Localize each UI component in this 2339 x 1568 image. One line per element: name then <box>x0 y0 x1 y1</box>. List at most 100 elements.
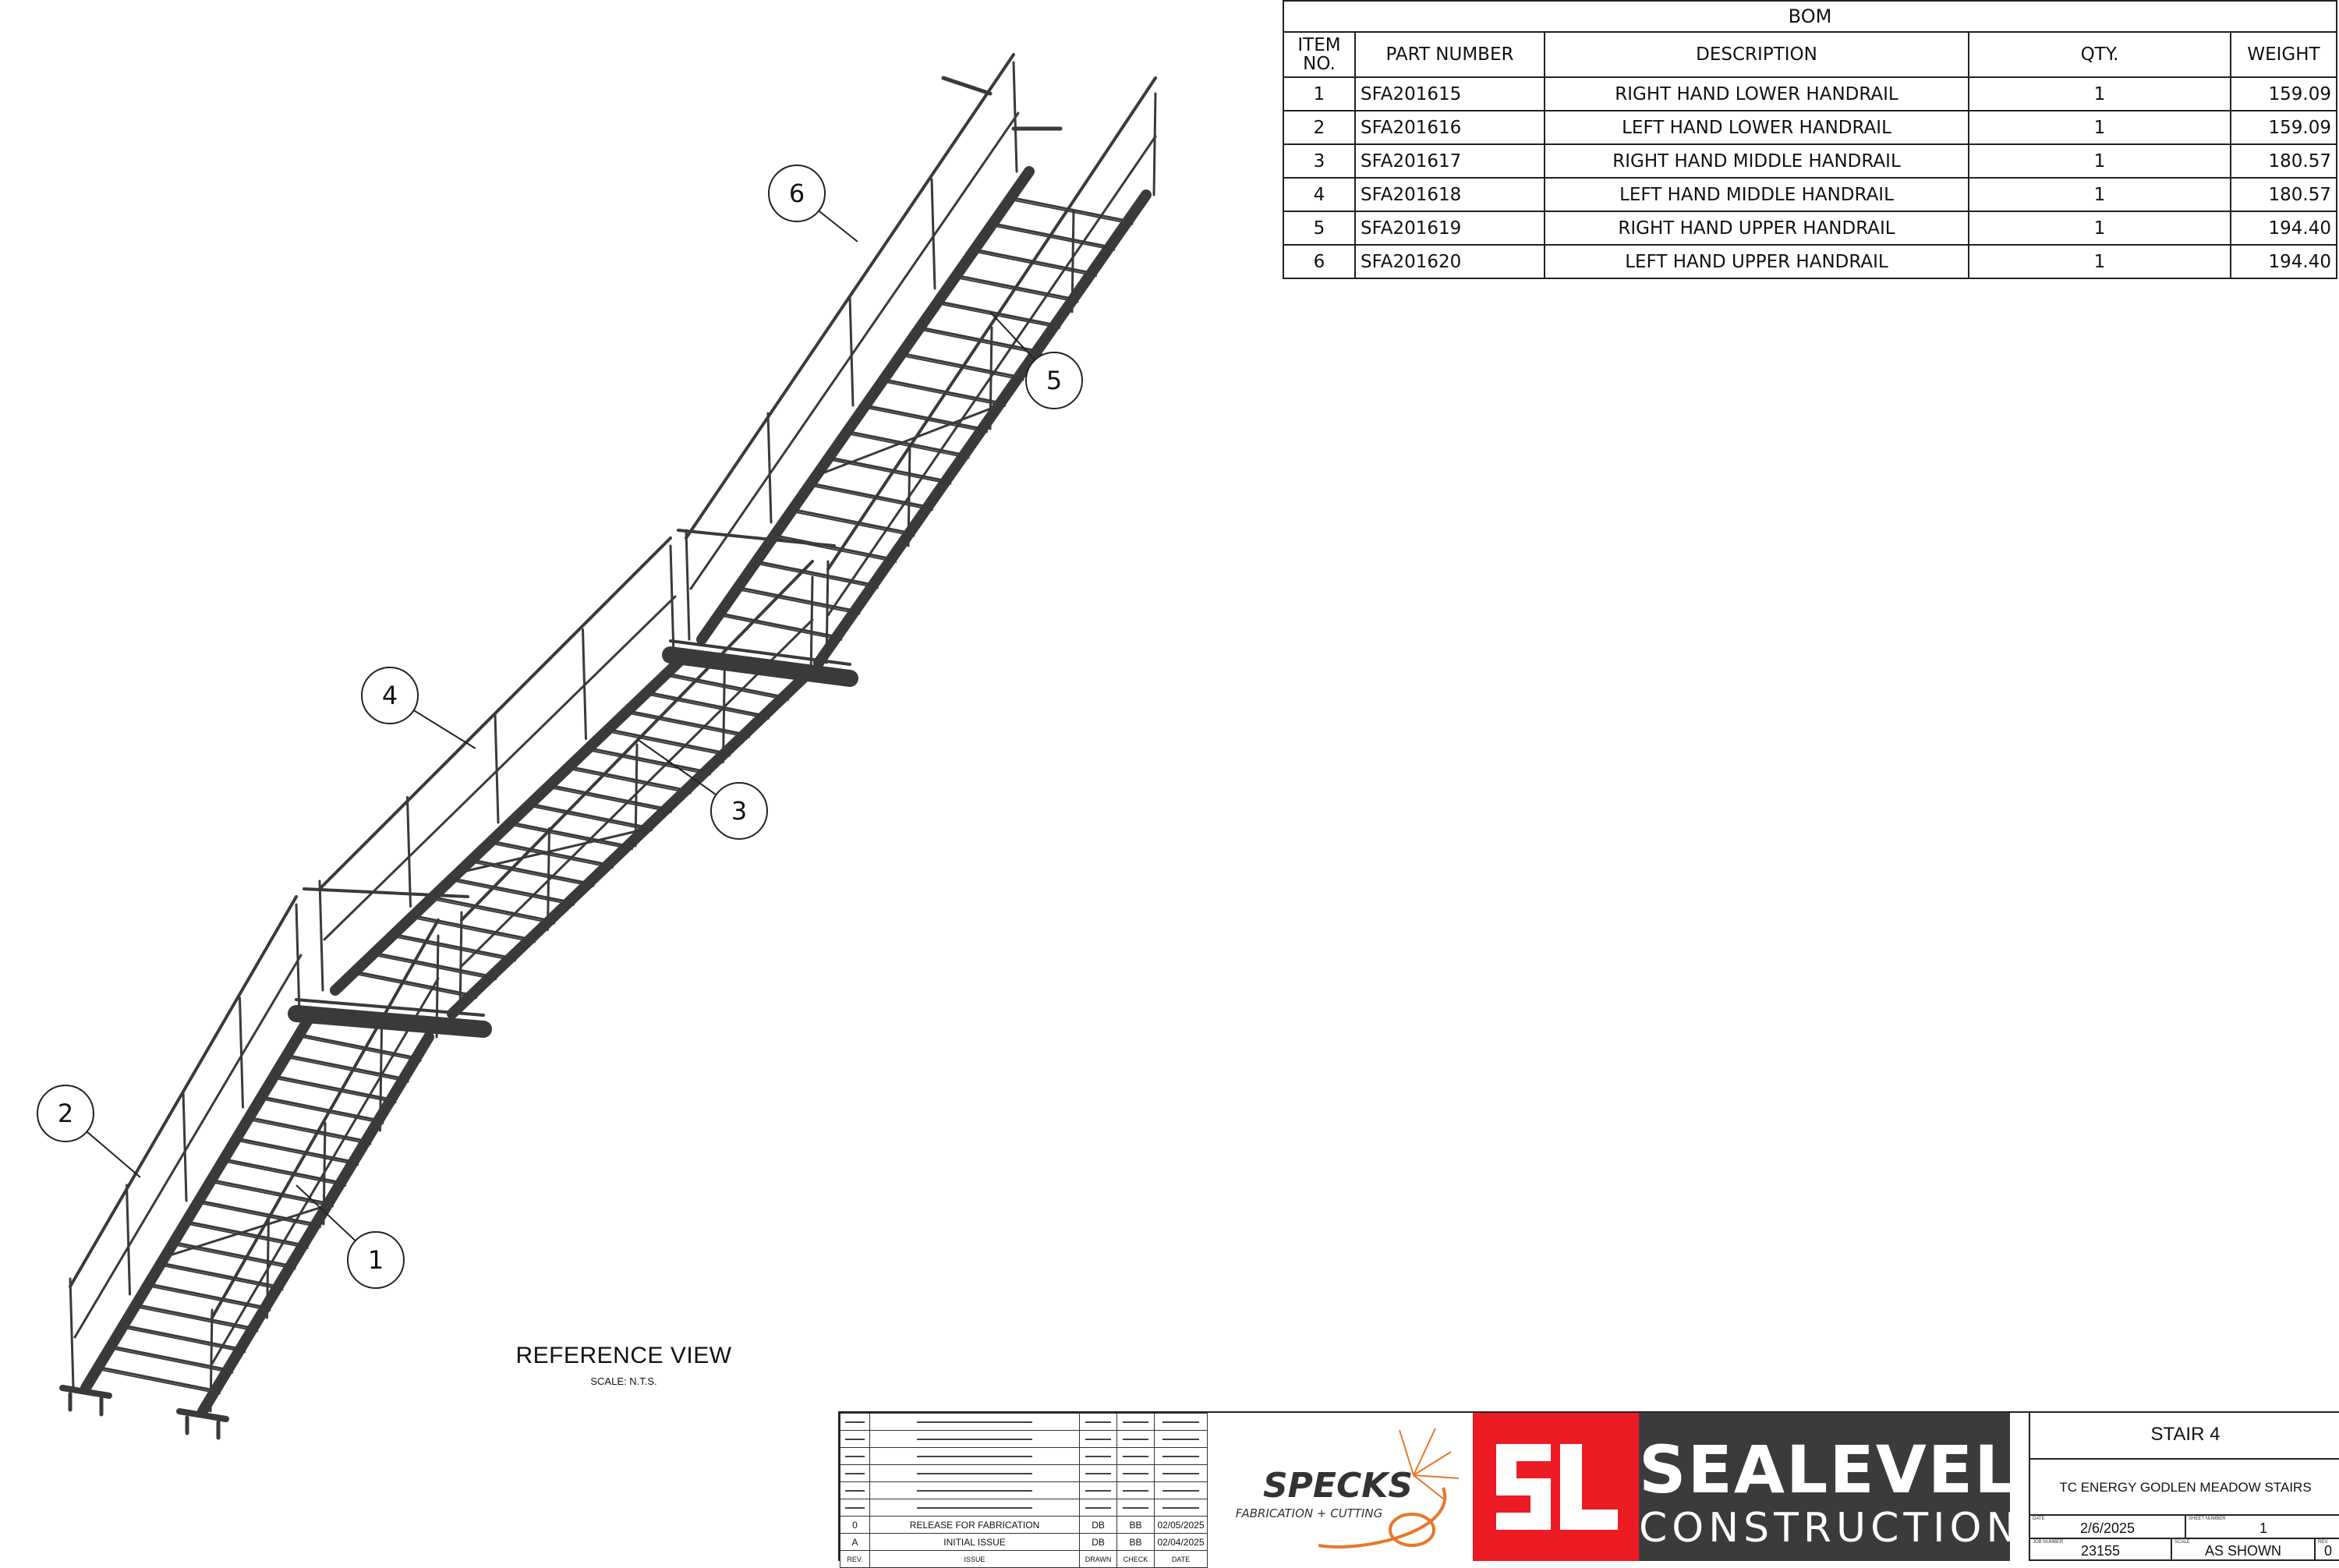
bom-qty: 1 <box>1968 76 2231 111</box>
stair-tread-edge <box>417 918 536 943</box>
bom-item-no: 6 <box>1283 244 1356 279</box>
bom-qty: 1 <box>1968 143 2231 179</box>
revision-rev: A <box>840 1533 870 1551</box>
left-handrail-mid <box>689 111 1020 590</box>
revision-blank-row <box>840 1447 1208 1465</box>
stair-tread-edge <box>456 880 575 906</box>
reference-view-title: REFERENCE VIEW <box>515 1343 732 1368</box>
item-balloon-circle <box>347 1231 405 1289</box>
landing-edge <box>295 998 485 1017</box>
revision-blank-cell <box>1079 1499 1118 1517</box>
revision-blank-cell <box>869 1430 1081 1448</box>
left-handrail-mid <box>73 954 303 1339</box>
revision-blank-row <box>840 1464 1208 1482</box>
right-rail-post <box>379 1028 383 1132</box>
stair-tread <box>901 352 1021 378</box>
revision-check: BB <box>1116 1533 1155 1551</box>
bom-weight: 159.09 <box>2230 110 2337 145</box>
job-number: 23155 <box>2080 1543 2121 1559</box>
stair-tread <box>646 691 766 717</box>
left-rail-post <box>930 178 936 290</box>
bom-part-number: SFA201617 <box>1354 143 1545 179</box>
date-caption: DATE <box>2033 1517 2045 1521</box>
item-balloon-circle <box>361 667 419 724</box>
right-rail-post <box>634 743 639 848</box>
stair-tread-edge <box>140 1307 259 1333</box>
stair-tread <box>827 456 947 483</box>
stair-tread <box>197 1199 317 1226</box>
stair-tread-edge <box>398 936 516 962</box>
left-rail-post <box>126 1184 131 1296</box>
stair-brace <box>164 1204 328 1258</box>
left-rail-post <box>494 712 500 824</box>
stair-tread <box>918 326 1039 352</box>
bom-description: RIGHT HAND LOWER HANDRAIL <box>1544 76 1969 111</box>
stair-tread-edge <box>102 1369 221 1395</box>
stair-tread-edge <box>796 511 915 537</box>
right-rail-post <box>1070 209 1075 313</box>
sl-l-mark <box>1560 1444 1618 1530</box>
landing-edge <box>669 639 851 666</box>
bom-description: LEFT HAND UPPER HANDRAIL <box>1544 244 1969 279</box>
right-rail-post <box>989 326 993 430</box>
revision-check: BB <box>1116 1516 1155 1534</box>
sl-logo <box>1473 1413 1639 1561</box>
stair-tread-edge <box>978 252 1097 277</box>
right-rail-post <box>209 1308 214 1413</box>
stair-tread <box>936 300 1056 327</box>
bom-weight: 194.40 <box>2230 244 2337 279</box>
stair-tread-edge <box>165 1265 284 1290</box>
stair-tread-edge <box>177 1244 296 1270</box>
bom-part-number: SFA201616 <box>1354 110 1545 145</box>
right-handrail-top <box>826 76 1157 571</box>
title-info: STAIR 4 TC ENERGY GODLEN MEADOW STAIRS D… <box>2029 1413 2339 1561</box>
project-name: TC ENERGY GODLEN MEADOW STAIRS <box>2059 1480 2312 1495</box>
revision-blank-cell <box>1153 1413 1208 1431</box>
revision-blank-cell <box>1079 1481 1118 1499</box>
stair-tread <box>353 970 473 996</box>
revision-blank-rows <box>840 1413 1208 1517</box>
item-balloon-circle <box>710 782 768 840</box>
stair-tread <box>109 1345 229 1372</box>
sealevel-wordmark: SEALEVEL <box>1639 1432 2018 1508</box>
left-rail-post <box>685 529 691 641</box>
stair-brace <box>815 404 1000 477</box>
bom-header-row: ITEM NO. PART NUMBER DESCRIPTION QTY. WE… <box>1283 31 2337 78</box>
sl-s-mark <box>1496 1444 1551 1530</box>
revision-blank-cell <box>1116 1481 1155 1499</box>
sealevel-logo: SEALEVEL CONSTRUCTION <box>1639 1413 2018 1561</box>
stair-tread-edge <box>942 303 1061 329</box>
stair-tread <box>509 821 629 848</box>
stair-tread <box>235 1137 355 1163</box>
bom-part-number: SFA201620 <box>1354 244 1545 279</box>
stair-tread <box>298 1033 418 1060</box>
stair-tread-edge <box>534 806 653 832</box>
bom-table: BOM ITEM NO. PART NUMBER DESCRIPTION QTY… <box>1283 0 2337 279</box>
stair-tread <box>846 430 966 456</box>
revision-blank-row <box>840 1430 1208 1448</box>
stair-tread <box>412 914 532 940</box>
left-rail-post <box>582 628 587 740</box>
right-rail-post <box>809 575 814 680</box>
stair-tread <box>626 710 746 736</box>
stair-tread-edge <box>632 713 750 738</box>
drawing-title: STAIR 4 <box>2150 1424 2220 1445</box>
reference-view-scale: SCALE: N.T.S. <box>590 1375 657 1387</box>
item-balloon-label: 2 <box>57 1099 74 1128</box>
stair-tread <box>529 802 649 829</box>
bom-header-description: DESCRIPTION <box>1544 31 1969 78</box>
revision-blank-cell <box>1153 1430 1208 1448</box>
revision-date: 02/05/2025 <box>1153 1516 1208 1534</box>
revision-blank-cell <box>1153 1481 1208 1499</box>
revision-blank-cell <box>869 1413 1081 1431</box>
item-balloon-circle <box>1025 352 1083 409</box>
item-balloon-circle <box>768 165 826 222</box>
